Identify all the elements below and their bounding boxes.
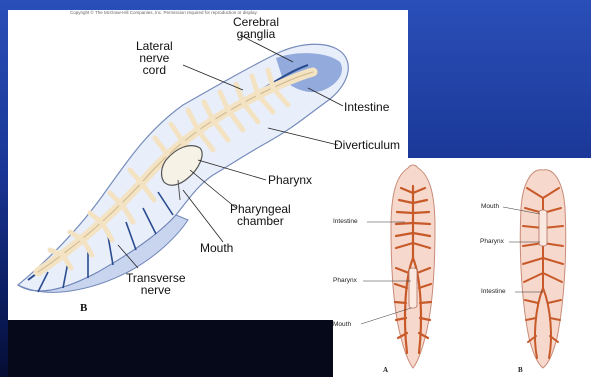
label-pharyngeal-chamber: Pharyngeal chamber [230,203,291,227]
label-transverse-nerve: Transverse nerve [126,272,186,296]
dark-footer-band [8,320,333,377]
label-b-intestine: Intestine [481,288,506,295]
label-b-pharynx: Pharynx [480,238,504,245]
label-intestine: Intestine [344,101,389,113]
worm-a-pharynx [409,268,417,308]
label-cerebral-ganglia: Cerebral ganglia [233,16,279,40]
small-leader-lines [361,207,543,324]
label-mouth: Mouth [200,242,233,254]
flatworm-dorsal-views: Intestine Pharynx Mouth Mouth Pharynx In… [333,158,591,377]
label-diverticulum: Diverticulum [334,139,400,151]
label-a-mouth: Mouth [333,321,351,328]
label-a-pharynx: Pharynx [333,277,357,284]
figure-letter-b2: B [518,366,523,374]
label-pharynx: Pharynx [268,174,312,186]
figure-letter-a: A [383,366,388,374]
figure-letter-b: B [80,302,87,314]
label-a-intestine: Intestine [333,218,358,225]
flatworm-dorsal-illustrations [333,158,591,377]
label-lateral-nerve-cord: Lateral nerve cord [136,40,173,76]
label-b-mouth: Mouth [481,203,499,210]
worm-b-pharynx [539,210,547,246]
